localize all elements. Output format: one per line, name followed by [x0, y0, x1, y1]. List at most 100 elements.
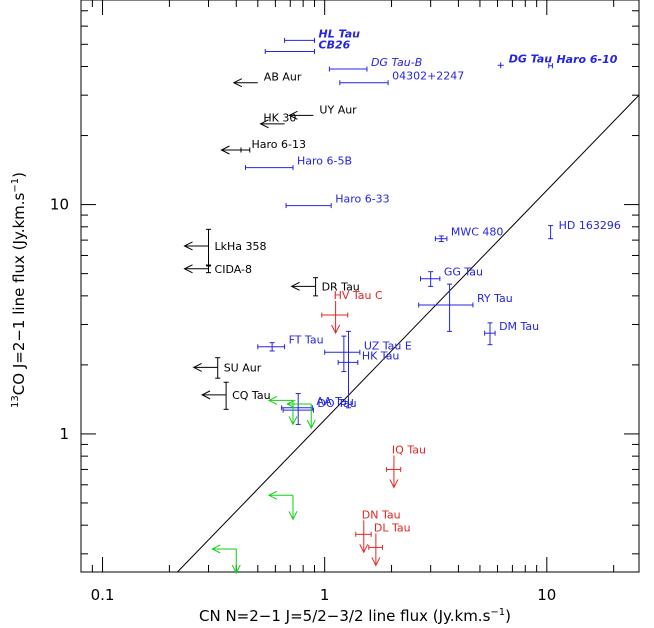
source-marker: DL Tau — [368, 521, 411, 567]
plot-frame — [80, 0, 640, 573]
source-label: IQ Tau — [392, 443, 426, 456]
arrow-head — [290, 281, 300, 291]
y-tick-label: 1 — [59, 425, 69, 443]
arrow-head — [183, 264, 193, 274]
source-marker: HV Tau C — [321, 289, 383, 335]
source-label: DM Tau — [499, 320, 539, 333]
source-label: AA Tau — [316, 395, 353, 408]
source-label: DR Tau — [322, 280, 360, 293]
source-marker: Haro 6-33 — [285, 193, 390, 209]
arrow-head — [371, 557, 381, 567]
x-axis-label: CN N=2−1 J=5/2−3/2 line flux (Jy.km.s−1) — [199, 607, 511, 625]
arrow-head — [267, 395, 278, 405]
source-marker: CIDA-8 — [183, 263, 252, 276]
source-label: HV Tau C — [334, 289, 383, 302]
source-label: HD 163296 — [559, 219, 621, 232]
source-marker: MWC 480 — [434, 226, 504, 243]
source-marker: HK 30 — [259, 111, 296, 129]
arrow-head — [288, 416, 298, 426]
arrow-head — [331, 324, 341, 335]
arrow-head — [288, 511, 298, 521]
source-marker: Haro 6-13 — [220, 138, 306, 155]
axis-tick-labels: 0.1 1 10 1 10 — [50, 196, 556, 604]
source-label: FT Tau — [289, 334, 324, 347]
source-label: RY Tau — [477, 292, 513, 305]
source-label: DG Tau — [509, 52, 553, 65]
source-marker: 04302+2247 — [339, 70, 464, 86]
source-marker: DR Tau — [290, 277, 360, 297]
source-marker: FT Tau — [257, 334, 324, 352]
x-tick-label: 10 — [537, 586, 556, 604]
arrow-head — [389, 479, 399, 489]
source-marker: DM Tau — [484, 320, 539, 346]
arrow-head — [286, 399, 296, 409]
source-label: DL Tau — [374, 521, 411, 534]
source-label: AB Aur — [264, 71, 302, 84]
source-label: HK Tau — [362, 349, 400, 362]
source-label: Haro 6-33 — [335, 193, 389, 206]
arrow-head — [306, 419, 316, 430]
source-label: DN Tau — [362, 508, 401, 521]
arrow-head — [231, 564, 241, 575]
source-marker: UY Aur — [288, 103, 357, 120]
source-marker: DN Tau — [355, 508, 401, 554]
one-to-one-line — [177, 94, 640, 573]
arrow-head — [211, 544, 221, 554]
source-marker — [267, 490, 298, 521]
source-label: CQ Tau — [232, 389, 270, 402]
source-label: MWC 480 — [451, 226, 504, 239]
source-marker: GG Tau — [419, 266, 483, 287]
source-marker: SU Aur — [192, 357, 262, 379]
source-label: HK 30 — [263, 111, 296, 124]
source-label: Haro 6-10 — [556, 53, 617, 66]
arrow-head — [267, 490, 278, 500]
source-marker: HD 163296 — [548, 219, 621, 240]
source-label: DG Tau-B — [371, 56, 422, 69]
y-axis-label: 13CO J=2−1 line flux (Jy.km.s−1) — [10, 172, 28, 408]
x-tick-label: 1 — [320, 586, 330, 604]
source-marker: UZ Tau E — [324, 335, 412, 373]
source-marker: HK Tau — [337, 330, 400, 409]
axis-ticks — [80, 0, 639, 572]
source-label: DO Tau — [317, 397, 356, 410]
source-marker — [286, 399, 316, 430]
arrow-head — [359, 544, 369, 554]
source-marker: RY Tau — [418, 283, 513, 332]
source-label: Haro 6-13 — [251, 138, 305, 151]
source-marker: LkHa 358 — [183, 228, 267, 267]
source-label: CB26 — [319, 39, 351, 52]
arrow-head — [192, 362, 202, 372]
source-label: Haro 6-5B — [297, 155, 352, 168]
source-marker: DO Tau — [282, 397, 357, 413]
source-marker: DG Tau-B — [328, 56, 422, 72]
arrow-head — [220, 145, 230, 155]
source-marker: AA Tau — [281, 393, 354, 425]
source-label: 04302+2247 — [392, 70, 464, 83]
source-marker: Haro 6-10 — [548, 53, 618, 69]
source-marker: DG Tau — [497, 52, 553, 69]
source-label: CIDA-8 — [215, 263, 252, 276]
x-tick-label: 0.1 — [91, 586, 115, 604]
source-label: LkHa 358 — [215, 240, 267, 253]
arrow-head — [183, 241, 193, 251]
arrow-head — [200, 390, 211, 400]
source-label: UZ Tau E — [364, 339, 412, 352]
source-marker — [211, 544, 241, 575]
source-marker: CQ Tau — [200, 381, 271, 410]
source-label: HL Tau — [319, 27, 361, 40]
source-marker: AB Aur — [232, 71, 302, 88]
reference-line — [177, 94, 640, 573]
y-tick-label: 10 — [50, 196, 69, 214]
source-marker: Haro 6-5B — [244, 155, 352, 171]
source-label: SU Aur — [224, 361, 262, 374]
source-marker: CB26 — [264, 39, 351, 55]
arrow-head — [288, 110, 298, 120]
source-label: UY Aur — [319, 103, 357, 116]
source-label: GG Tau — [444, 266, 483, 279]
source-marker: HL Tau — [284, 27, 361, 43]
source-marker: IQ Tau — [386, 443, 426, 489]
arrow-head — [232, 78, 243, 88]
arrow-head — [259, 119, 269, 129]
